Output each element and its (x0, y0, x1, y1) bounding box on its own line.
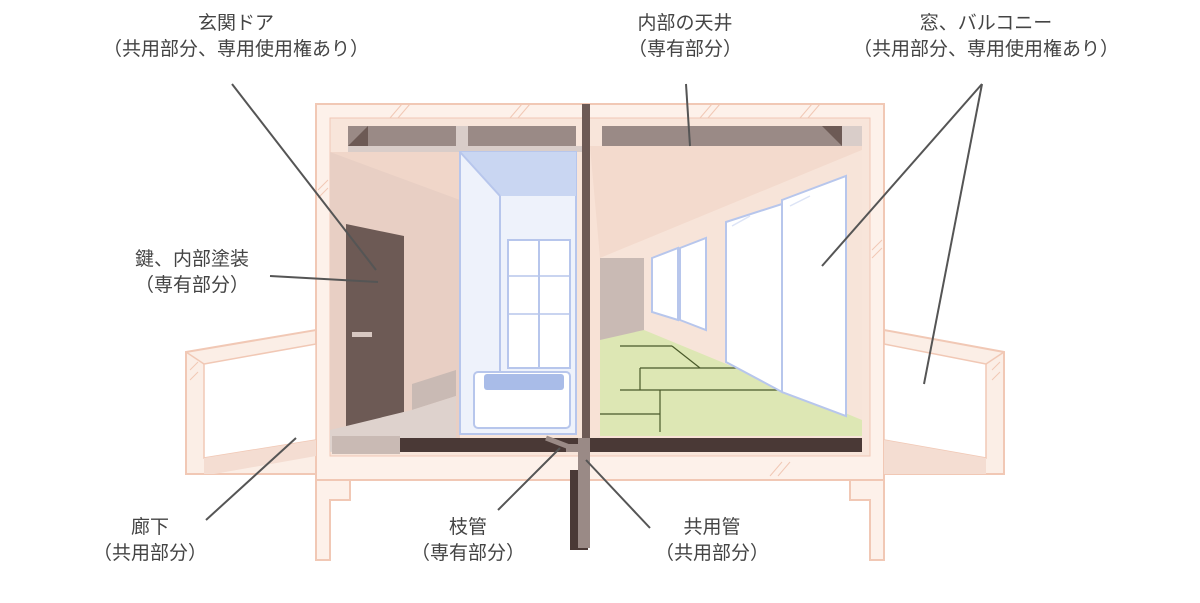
tatami-room (590, 146, 862, 440)
corridor (185, 328, 317, 475)
corridor-subtitle: （共用部分） (92, 542, 207, 564)
ceiling-title: 内部の天井 (637, 12, 733, 34)
common-pipe-title: 共用管 (683, 516, 741, 538)
branch-pipe-title: 枝管 (448, 516, 487, 538)
corridor-title: 廊下 (130, 516, 169, 538)
floor-slab (400, 438, 862, 452)
window-balcony-title: 窓、バルコニー (919, 12, 1053, 34)
pipes (545, 435, 590, 550)
lock-paint-subtitle: （専有部分） (134, 274, 249, 296)
entrance-door (346, 224, 404, 428)
label-entrance-door: 玄関ドア （共用部分、専用使用権あり） (86, 10, 386, 62)
center-wall-pipe (582, 104, 590, 438)
label-branch-pipe: 枝管 （専有部分） (388, 514, 548, 566)
bathroom (459, 151, 577, 435)
entrance-door-title: 玄関ドア (197, 12, 274, 34)
label-common-pipe: 共用管 （共用部分） (632, 514, 792, 566)
label-window-balcony: 窓、バルコニー （共用部分、専用使用権あり） (836, 10, 1136, 62)
lock-paint-title: 鍵、内部塗装 (134, 248, 249, 270)
label-lock-paint: 鍵、内部塗装 （専有部分） (112, 246, 272, 298)
entrance-door-subtitle: （共用部分、専用使用権あり） (102, 38, 369, 60)
common-pipe-subtitle: （共用部分） (654, 542, 769, 564)
ceiling-subtitle: （専有部分） (627, 38, 742, 60)
window-balcony-subtitle: （共用部分、専用使用権あり） (852, 38, 1119, 60)
label-ceiling: 内部の天井 （専有部分） (600, 10, 770, 62)
balcony (883, 328, 1005, 475)
leader-lines (205, 83, 983, 529)
entrance-room (330, 152, 460, 454)
label-corridor: 廊下 （共用部分） (70, 514, 230, 566)
branch-pipe-subtitle: （専有部分） (410, 542, 525, 564)
